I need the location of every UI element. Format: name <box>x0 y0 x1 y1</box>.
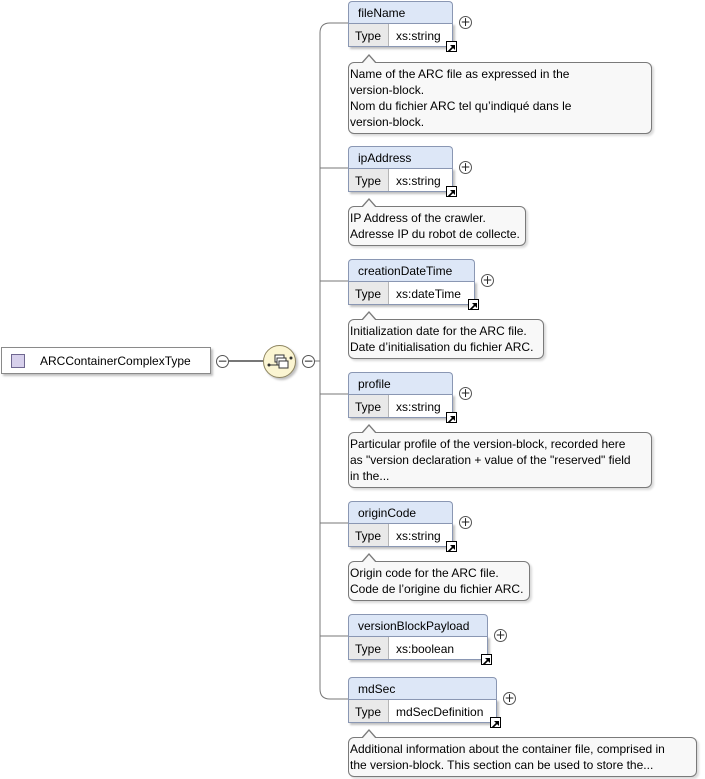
element-type-row: Type xs:string <box>348 523 457 553</box>
type-label: Type <box>349 524 389 546</box>
type-label: Type <box>349 282 389 304</box>
type-value: mdSecDefinition <box>396 705 484 719</box>
type-value: xs:string <box>396 29 441 43</box>
element-name: originCode <box>348 501 453 523</box>
annotation-line: the version-block. This section can be u… <box>350 758 654 772</box>
type-link-icon[interactable] <box>446 41 457 53</box>
element-name: versionBlockPayload <box>348 614 488 636</box>
root-complex-type[interactable]: ARCContainerComplexType <box>1 347 211 374</box>
element-type-row: Type xs:string <box>348 394 457 424</box>
sequence-icon <box>267 354 293 369</box>
annotation-line: Initialization date for the ARC file. <box>350 324 527 338</box>
type-label: Type <box>349 637 389 659</box>
annotation-line: version-block. <box>350 115 425 129</box>
annotation-line: IP Address of the crawler. <box>350 211 486 225</box>
expand-icon[interactable]: + <box>503 691 516 705</box>
expand-icon[interactable]: + <box>459 160 472 174</box>
type-value: xs:boolean <box>396 642 455 656</box>
note-pointer-fill <box>362 555 376 563</box>
annotation-line: in the... <box>350 469 390 483</box>
sequence-compositor[interactable] <box>263 345 296 378</box>
note-pointer-fill <box>362 426 376 434</box>
note-pointer-fill <box>362 731 376 739</box>
element-type-row: Type xs:dateTime <box>348 281 479 311</box>
type-label: Type <box>349 700 389 722</box>
expand-icon[interactable]: + <box>459 515 472 529</box>
element-name: ipAddress <box>348 146 453 168</box>
type-label: Type <box>349 395 389 417</box>
annotation-line: Nom du fichier ARC tel qu’indiqué dans l… <box>350 99 572 113</box>
type-value: xs:dateTime <box>396 287 461 301</box>
type-link-icon[interactable] <box>446 541 457 553</box>
annotation-note: IP Address of the crawler. Adresse IP du … <box>348 198 526 246</box>
type-value: xs:string <box>396 400 441 414</box>
annotation-note: Particular profile of the version-block,… <box>348 424 652 488</box>
expand-icon[interactable]: + <box>481 273 494 287</box>
expand-icon[interactable]: + <box>494 628 507 642</box>
element-type-row: Type xs:string <box>348 168 457 198</box>
type-link-icon[interactable] <box>446 412 457 424</box>
element-type-row: Type mdSecDefinition <box>348 699 501 729</box>
annotation-note: Additional information about the contain… <box>348 729 697 777</box>
element-name: fileName <box>348 1 453 23</box>
type-link-icon[interactable] <box>468 299 479 311</box>
annotation-note: Name of the ARC file as expressed in the… <box>348 54 652 134</box>
collapse-root-icon[interactable]: − <box>216 354 229 368</box>
element-name: profile <box>348 372 453 394</box>
note-pointer-fill <box>362 313 376 321</box>
type-link-icon[interactable] <box>481 654 492 666</box>
collapse-sequence-icon[interactable]: − <box>302 354 315 368</box>
type-label: Type <box>349 169 389 191</box>
annotation-line: Name of the ARC file as expressed in the <box>350 67 570 81</box>
annotation-note: Origin code for the ARC file. Code de l’o… <box>348 553 530 601</box>
element-name: creationDateTime <box>348 259 475 281</box>
annotation-note: Initialization date for the ARC file. Dat… <box>348 311 544 359</box>
annotation-line: Additional information about the contain… <box>350 742 665 756</box>
annotation-line: Date d’initialisation du fichier ARC. <box>350 340 534 354</box>
annotation-line: as "version declaration + value of the "… <box>350 453 631 467</box>
sequence-trunk-line <box>319 22 331 700</box>
annotation-line: Adresse IP du robot de collecte. <box>350 227 520 241</box>
expand-icon[interactable]: + <box>459 386 472 400</box>
annotation-line: version-block. <box>350 83 425 97</box>
type-link-icon[interactable] <box>446 186 457 198</box>
root-type-name: ARCContainerComplexType <box>40 354 191 368</box>
element-type-row: Type xs:boolean <box>348 636 492 666</box>
annotation-line: Particular profile of the version-block,… <box>350 437 626 451</box>
complex-type-icon <box>11 354 25 368</box>
type-value: xs:string <box>396 174 441 188</box>
type-label: Type <box>349 24 389 46</box>
type-link-icon[interactable] <box>490 717 501 729</box>
element-type-row: Type xs:string <box>348 23 457 53</box>
note-pointer-fill <box>362 200 376 208</box>
element-name: mdSec <box>348 677 497 699</box>
expand-icon[interactable]: + <box>459 15 472 29</box>
annotation-line: Code de l’origine du fichier ARC. <box>350 582 524 596</box>
annotation-line: Origin code for the ARC file. <box>350 566 499 580</box>
note-pointer-fill <box>362 56 376 64</box>
type-value: xs:string <box>396 529 441 543</box>
